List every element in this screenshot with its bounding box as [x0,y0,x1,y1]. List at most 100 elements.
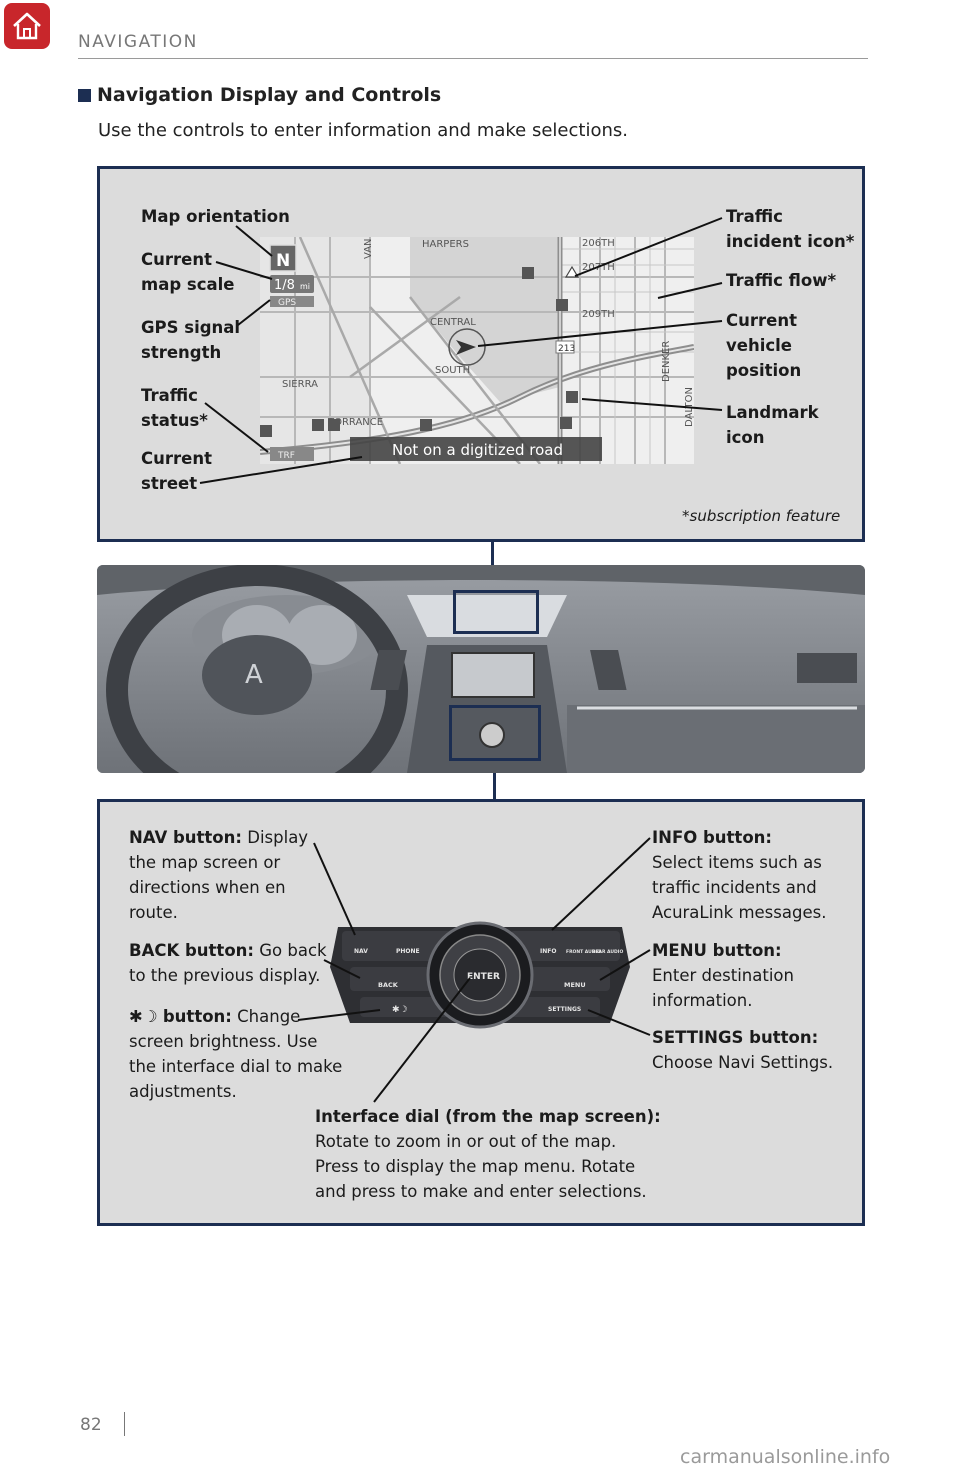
landmark-icon [556,299,568,311]
dashboard-drawing: A [97,565,865,773]
enter-button[interactable]: ENTER [467,972,500,982]
callout-current-street: Current street [141,446,212,496]
callout-line: GPS signal [141,318,241,337]
landmark-icons [260,267,578,437]
callout-interface-dial: Interface dial (from the map screen): Ro… [315,1104,665,1204]
callout-desc: screen brightness. Use [129,1032,318,1051]
callout-desc: Enter destination [652,966,794,985]
callout-desc: Change [237,1007,301,1026]
map-scale-unit: mi [300,282,310,291]
landmark-icon [566,391,578,403]
heading-bullet-icon [78,88,91,102]
street-label: TORRANCE [327,417,383,428]
subscription-note: *subscription feature [682,507,841,525]
callout-label: NAV button: [129,828,242,847]
street-label: 209TH [582,309,615,320]
street-label: 206TH [582,238,615,249]
callout-landmark-icon: Landmark icon [726,400,819,450]
callout-desc: the interface dial to make [129,1057,343,1076]
connector-line [493,760,496,800]
street-label: SIERRA [282,379,318,390]
callout-desc: route. [129,903,178,922]
callout-line: map scale [141,275,235,294]
callout-line: status* [141,411,208,430]
callout-line: position [726,361,802,380]
callout-line: street [141,474,198,493]
menu-button[interactable]: MENU [564,981,586,989]
route-shield: 213 [558,344,575,354]
map-scale-value: 1/8 [274,278,295,293]
callout-line: Current [726,311,797,330]
map-drawing: HARPERS 206TH 207TH 209TH CENTRAL SOUTH … [260,237,694,464]
control-callout-lines [297,837,651,1103]
page-number: 82 [80,1415,102,1435]
phone-button[interactable]: PHONE [396,948,420,955]
callout-map-orientation: Map orientation [141,207,290,226]
callout-desc: information. [652,991,753,1010]
watermark: carmanualsonline.info [680,1446,891,1468]
brightness-icon: ✱☽ [129,1007,158,1026]
street-label: HARPERS [422,239,469,250]
callout-back-button: BACK button: Go back to the previous dis… [129,938,349,988]
callout-desc: traffic incidents and [652,878,817,897]
callout-line: Traffic [726,207,783,226]
vehicle-position-ring [448,328,486,366]
settings-button[interactable]: SETTINGS [548,1006,581,1013]
callout-info-button: INFO button: Select items such as traffi… [652,825,852,925]
callout-brightness-button: ✱☽ button: Change screen brightness. Use… [129,1004,359,1104]
callout-desc: adjustments. [129,1082,237,1101]
landmark-icon [522,267,534,279]
current-street-text: Not on a digitized road [392,441,563,459]
map-scale-box [270,275,314,293]
callout-settings-button: SETTINGS button: Choose Navi Settings. [652,1025,852,1075]
map-screen: HARPERS 206TH 207TH 209TH CENTRAL SOUTH … [260,237,694,464]
callout-desc: the map screen or [129,853,281,872]
landmark-icon [560,417,572,429]
callout-desc: to the previous display. [129,966,321,985]
callout-desc: Rotate to zoom in or out of the map. [315,1132,617,1151]
callout-line: vehicle [726,336,792,355]
callout-label: MENU button: [652,941,782,960]
callout-desc: directions when en [129,878,286,897]
acura-logo-icon: A [245,660,263,690]
home-button[interactable] [4,3,50,49]
section-heading: Navigation Display and Controls [78,84,441,106]
controls-highlight-box [449,705,541,761]
callout-nav-button: NAV button: Display the map screen or di… [129,825,329,925]
callout-label: INFO button: [652,828,773,847]
control-unit: ENTER NAV PHONE INFO FRONT AUDIO REAR AU… [330,921,630,1029]
current-street-bar [350,437,602,461]
section-label: NAVIGATION [78,32,198,52]
callout-menu-button: MENU button: Enter destination informati… [652,938,852,1013]
callout-desc: Press to display the map menu. Rotate [315,1157,636,1176]
north-letter: N [276,251,290,271]
front-audio-button[interactable]: FRONT AUDIO [566,949,601,955]
callout-current-map-scale: Current map scale [141,247,234,297]
callout-line: Current [141,250,212,269]
landmark-icon [328,419,340,431]
header-divider [78,58,868,59]
callout-line: Landmark [726,403,819,422]
callout-desc: Select items such as [652,853,822,872]
callout-line: incident icon* [726,232,855,251]
back-button[interactable]: BACK [378,981,399,989]
street-label: SOUTH [435,365,470,376]
callout-line: icon [726,428,765,447]
callout-traffic-status: Traffic status* [141,383,208,433]
nav-button[interactable]: NAV [354,948,368,955]
callout-desc: AcuraLink messages. [652,903,827,922]
map-callout-lines [199,217,723,484]
traffic-incident-icon [564,265,580,278]
street-label: DENKER [661,341,672,382]
callout-desc: and press to make and enter selections. [315,1182,647,1201]
heading-text: Navigation Display and Controls [97,84,442,106]
callout-label: button: [162,1007,232,1026]
info-button[interactable]: INFO [540,948,556,955]
brightness-button-icon[interactable]: ✱☽ [392,1005,408,1015]
callout-desc: Go back [259,941,327,960]
rear-audio-button[interactable]: REAR AUDIO [592,949,623,955]
traffic-status-bar [270,447,314,461]
callout-current-vehicle-position: Current vehicle position [726,308,801,383]
callout-label: Interface dial (from the map screen): [315,1107,661,1126]
north-indicator-icon [269,244,297,272]
